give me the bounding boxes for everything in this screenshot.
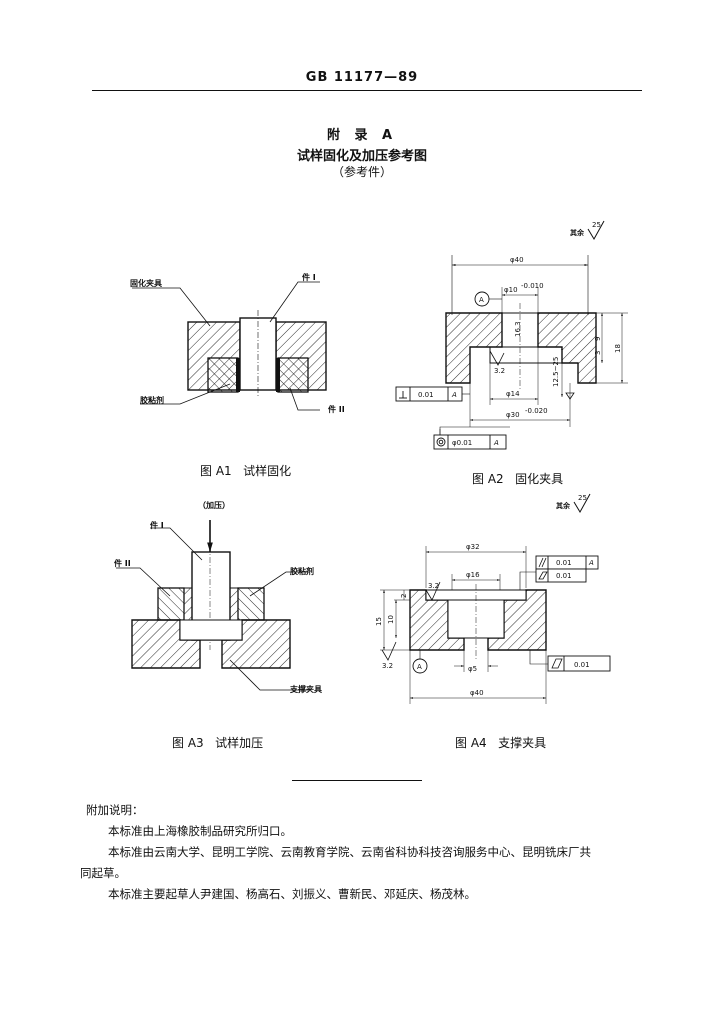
a4-roughness-value: 25	[578, 494, 587, 502]
a2-dim-16-3: 16.3	[514, 321, 522, 337]
a2-dim-9: 9	[594, 337, 602, 341]
a2-dim-d30-tol: -0.020	[525, 407, 548, 415]
notes-line-3: 本标准主要起草人尹建国、杨高石、刘振义、曹新民、邓延庆、杨茂林。	[108, 887, 476, 901]
a4-dim-d5: φ5	[468, 665, 477, 673]
a1-label-part2: 件 II	[328, 405, 345, 414]
a3-label-pressure: （加压）	[198, 501, 230, 510]
notes-line-2: 本标准由云南大学、昆明工学院、云南教育学院、云南省科协科技咨询服务中心、昆明铣床…	[108, 845, 591, 859]
a4-roughness-3-2-bottom: 3.2	[382, 662, 393, 670]
a3-label-support: 支撑夹具	[290, 685, 322, 694]
a1-adhesive	[236, 358, 240, 392]
a2-dim-d10: φ10	[504, 286, 518, 294]
a4-dim-2: 2	[400, 594, 408, 598]
a3-label-part1: 件 I	[150, 521, 164, 530]
figure-a1-caption: 图 A1 试样固化	[200, 464, 292, 478]
a2-tol-perp-value: 0.01	[418, 391, 434, 399]
figure-a4-drawing: 其余 25 φ32 φ16 15 10 2 3.2 3.2 A φ5 φ40 0…	[375, 493, 611, 704]
figure-a2-caption: 图 A2 固化夹具	[472, 472, 564, 486]
a1-label-adhesive: 胶粘剂	[140, 396, 164, 405]
a2-dim-18: 18	[614, 344, 622, 353]
a1-label-part1: 件 I	[302, 273, 316, 282]
svg-text:A: A	[588, 559, 594, 567]
svg-text:A: A	[451, 391, 457, 399]
figure-a3-drawing	[116, 520, 310, 691]
appendix-title: 附 录 A	[326, 128, 398, 143]
figure-a1-drawing	[132, 281, 327, 411]
a4-tol-flat-value: 0.01	[556, 572, 572, 580]
a3-part2-left	[157, 587, 185, 621]
a4-dim-d16: φ16	[466, 571, 480, 579]
svg-text:A: A	[493, 439, 499, 447]
a4-dim-d32: φ32	[466, 543, 480, 551]
figure-a4-caption: 图 A4 支撑夹具	[455, 736, 547, 750]
figure-a2-drawing: 其余 25 φ40 φ10 -0.010 A 16.3 9 3 18 12.5~…	[395, 220, 628, 450]
svg-text:A: A	[479, 296, 484, 304]
a2-roughness-rest: 其余	[570, 228, 585, 237]
additional-notes: 附加说明： 本标准由上海橡胶制品研究所归口。 本标准由云南大学、昆明工学院、云南…	[80, 800, 656, 905]
appendix-note: （参考件）	[331, 165, 392, 179]
figure-a3-caption: 图 A3 试样加压	[172, 736, 264, 750]
standard-code: GB 11177—89	[305, 70, 419, 85]
a2-dim-12-5-25: 12.5~25	[552, 357, 560, 387]
notes-separator	[292, 780, 422, 781]
a4-roughness-rest: 其余	[556, 501, 571, 510]
svg-text:A: A	[417, 663, 422, 671]
a4-tol-frame-bottom	[547, 655, 611, 672]
notes-line-1: 本标准由上海橡胶制品研究所归口。	[108, 824, 292, 838]
a3-label-part2: 件 II	[114, 559, 131, 568]
a2-roughness-3-2: 3.2	[494, 367, 505, 375]
a4-roughness-3-2-top: 3.2	[428, 582, 439, 590]
a2-dim-d30: φ30	[506, 411, 520, 419]
a2-tol-frame-conc	[433, 434, 507, 450]
a2-dim-3: 3	[594, 351, 602, 355]
a1-part2-left	[207, 357, 239, 393]
a3-label-adhesive: 胶粘剂	[290, 567, 314, 576]
a2-dim-d40: φ40	[510, 256, 524, 264]
a4-dim-d40: φ40	[470, 689, 484, 697]
a4-tol-parallel-value: 0.01	[556, 559, 572, 567]
a4-dim-10: 10	[387, 615, 395, 624]
a2-body-right	[537, 312, 597, 384]
a2-dim-d10-tol: -0.010	[521, 282, 544, 290]
a2-dim-d14: φ14	[506, 390, 520, 398]
a2-tol-conc-value: φ0.01	[452, 439, 472, 447]
a4-tol-frame-flat	[535, 568, 587, 583]
a4-dim-15: 15	[375, 617, 383, 626]
appendix-subtitle: 试样固化及加压参考图	[296, 149, 427, 164]
notes-heading: 附加说明：	[86, 803, 144, 817]
a2-roughness-value: 25	[592, 221, 601, 229]
a4-tol-bottom-value: 0.01	[574, 661, 590, 669]
a1-label-fixture: 固化夹具	[130, 279, 162, 288]
a1-part2-right	[277, 357, 309, 393]
notes-line-2-cont: 同起草。	[80, 866, 126, 880]
a3-part2-right	[237, 587, 265, 621]
header-rule	[92, 90, 642, 91]
